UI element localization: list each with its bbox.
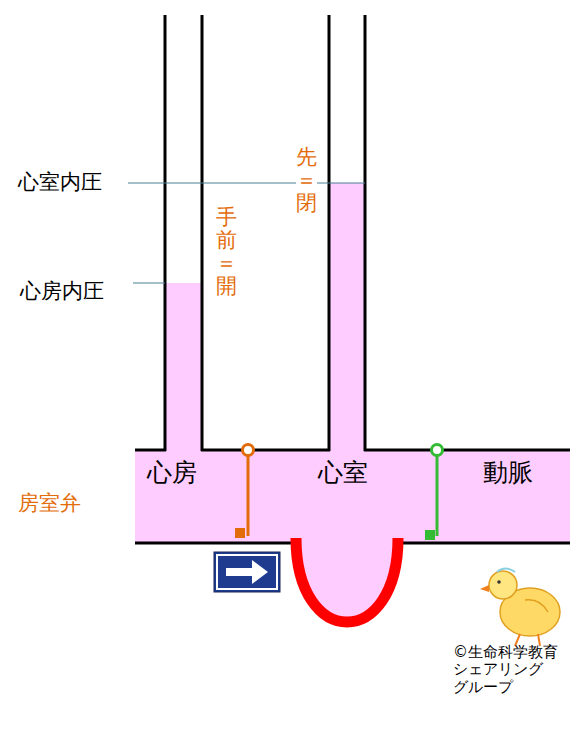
valve-state-label: 手前＝開 [216,206,237,298]
pressure-label: 心房内圧 [20,279,104,303]
tube-walls [135,15,570,543]
chamber-label: 心房 [147,459,197,488]
copyright-note: ©生命科学教育 シェアリング グループ [453,644,571,696]
chamber-label: 動脈 [483,459,533,488]
ventricle-pump [296,538,398,622]
valve-label: 房室弁 [18,491,81,515]
chamber-label: 心室 [318,459,368,488]
pressure-lines [128,183,365,283]
chick-illustration [480,569,560,647]
pressure-label: 心室内圧 [18,170,102,194]
arterial-valve [425,445,443,541]
one-way-sign [214,552,280,592]
pink-fluid [135,183,570,543]
av-valve [235,445,254,539]
valve-state-label: 先＝閉 [296,146,317,215]
